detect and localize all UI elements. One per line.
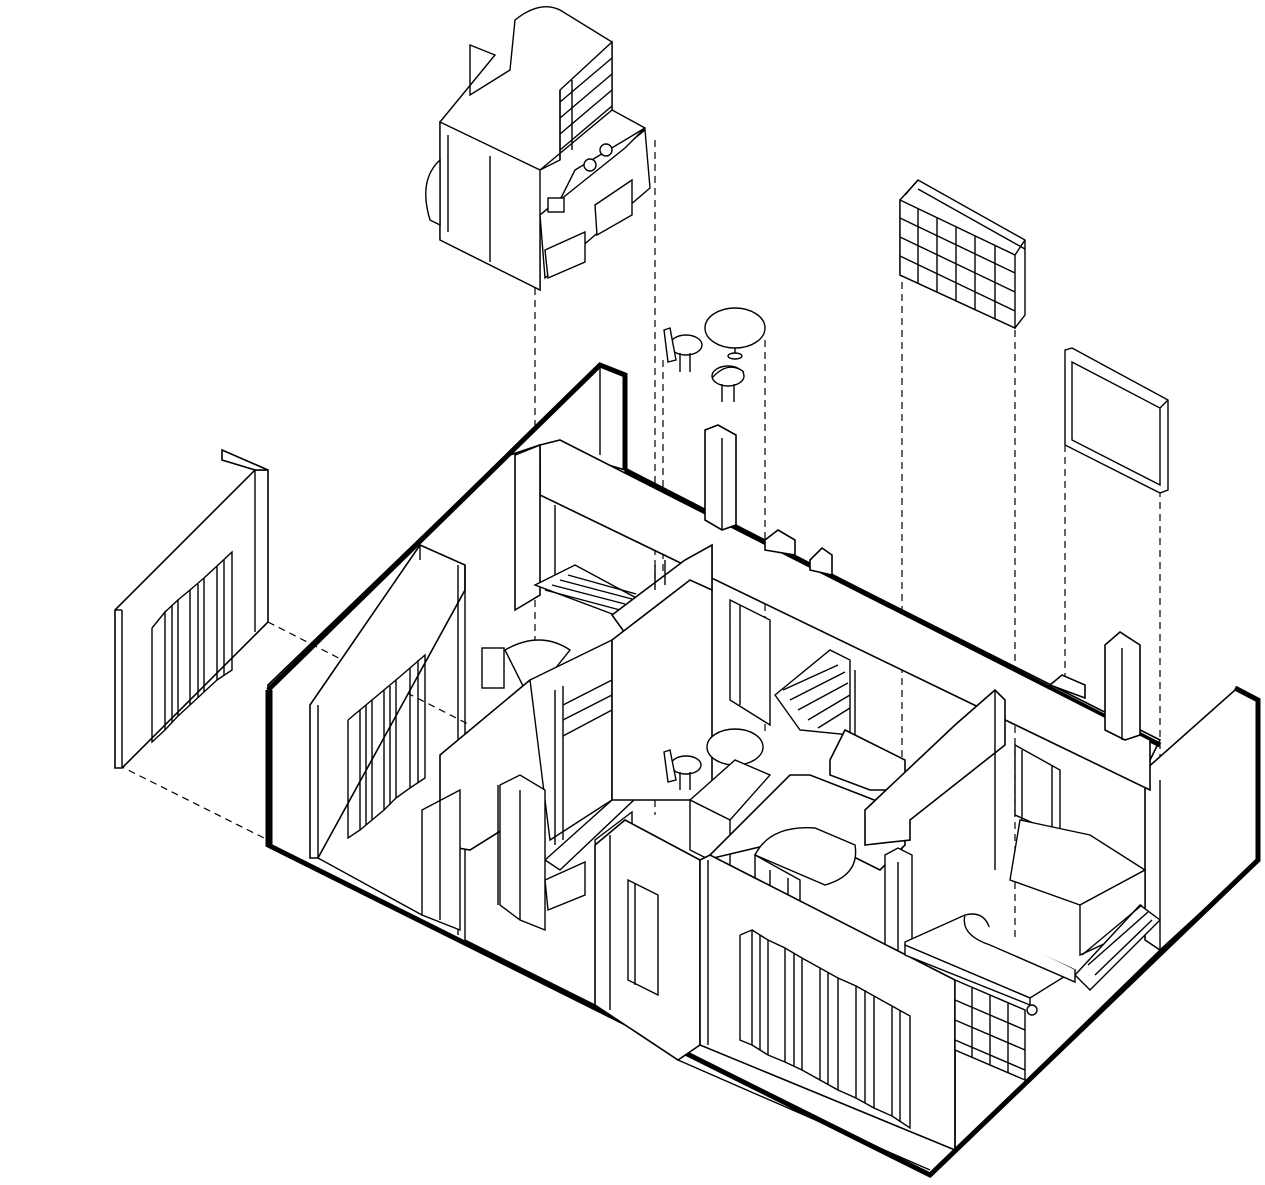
kitchen-unit bbox=[425, 6, 651, 292]
projection-lines bbox=[117, 140, 1161, 960]
folding-door-leaves bbox=[151, 550, 233, 744]
front-folding-door bbox=[739, 928, 911, 1130]
front-partitions bbox=[594, 819, 956, 1152]
central-room bbox=[611, 579, 856, 872]
floor-edges bbox=[317, 857, 1161, 1171]
left-room bbox=[309, 543, 572, 940]
left-room-folding-door bbox=[347, 653, 426, 840]
table-and-stools bbox=[663, 307, 766, 402]
right-bedroom bbox=[864, 688, 1162, 1082]
sleeping-nook-left bbox=[514, 443, 713, 642]
framed-panel bbox=[1064, 347, 1169, 494]
grid-bookshelf bbox=[899, 179, 1026, 330]
folding-door-panel bbox=[114, 448, 269, 769]
bookshelf-grid-lines bbox=[899, 179, 1026, 319]
